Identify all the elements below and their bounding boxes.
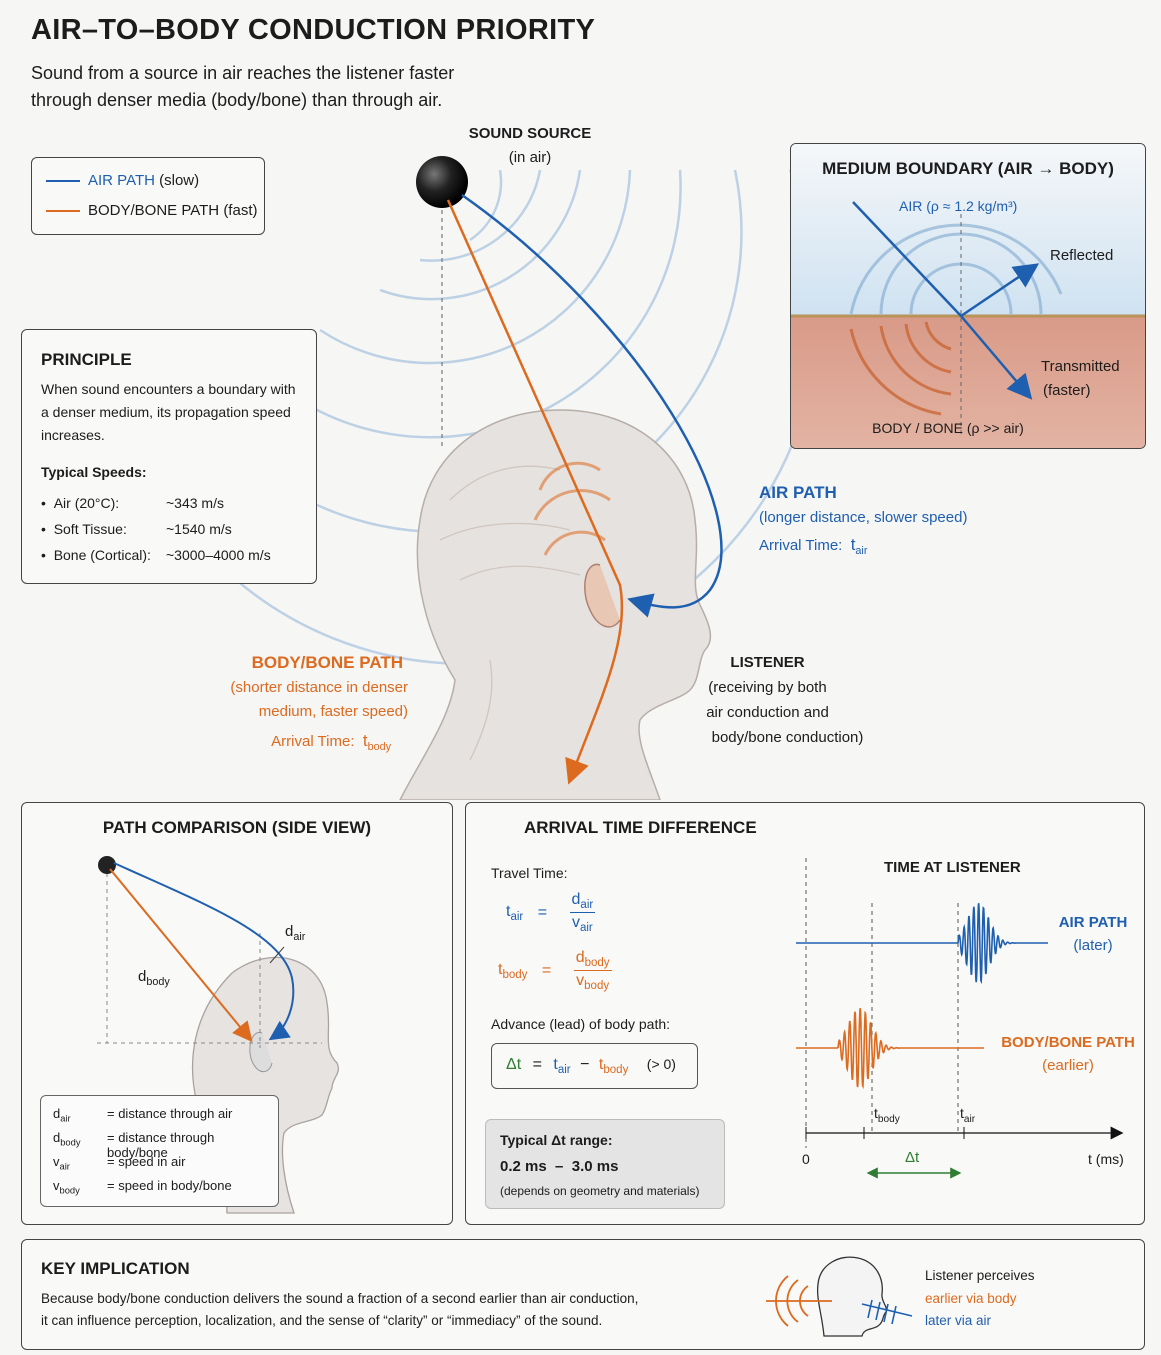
transmitted-note: (faster) — [1043, 382, 1091, 399]
speed-tissue: • Soft Tissue: — [41, 521, 127, 537]
axis-label: t (ms) — [1088, 1151, 1124, 1167]
body-path-desc1: (shorter distance in denser — [230, 679, 408, 696]
range-title: Typical Δt range: — [500, 1132, 613, 1148]
legend: AIR PATH (slow) BODY/BONE PATH (fast) — [31, 157, 265, 235]
main-illustration — [138, 156, 821, 800]
speed-air-value: ~343 m/s — [166, 495, 224, 511]
def-d-body: dbody — [53, 1130, 81, 1148]
boundary-body-label: BODY / BONE (ρ >> air) — [872, 420, 1024, 436]
brain-lines — [439, 465, 581, 761]
speeds-title: Typical Speeds: — [41, 464, 147, 480]
principle-text: When sound encounters a boundary with a … — [41, 381, 296, 443]
body-path-desc2: medium, faster speed) — [258, 703, 408, 720]
boundary-title: MEDIUM BOUNDARY (AIR → BODY) — [822, 159, 1114, 178]
boundary-air-label: AIR (ρ ≈ 1.2 kg/m³) — [899, 198, 1018, 214]
implication-line2: it can influence perception, localizatio… — [41, 1313, 603, 1328]
range-note: (depends on geometry and materials) — [500, 1184, 700, 1198]
range-box: Typical Δt range: 0.2 ms – 3.0 ms (depen… — [485, 1119, 725, 1209]
speed-air: • Air (20°C): — [41, 495, 120, 511]
def-v-air-text: = speed in air — [107, 1154, 186, 1169]
air-path-arrow — [461, 193, 723, 618]
air-path-desc: (longer distance, slower speed) — [759, 509, 968, 526]
def-v-body-text: = speed in body/bone — [107, 1178, 232, 1193]
d-air-label: dair — [285, 923, 306, 943]
perceives-line3: later via air — [925, 1313, 992, 1328]
legend-air: AIR PATH (slow) — [46, 172, 199, 189]
speed-tissue-value: ~1540 m/s — [166, 521, 232, 537]
timeline-title: TIME AT LISTENER — [884, 859, 1021, 876]
def-d-body-text: = distance through body/bone — [107, 1130, 215, 1160]
perceives-line2: earlier via body — [925, 1291, 1017, 1306]
key-implication-panel: KEY IMPLICATION Because body/bone conduc… — [21, 1239, 1145, 1350]
mini-listener-icon — [766, 1256, 913, 1337]
timeline-chart — [796, 858, 1124, 1179]
listener-title: LISTENER — [730, 654, 805, 671]
timeline-air-label: AIR PATH(later) — [1058, 914, 1128, 954]
range-values: 0.2 ms – 3.0 ms — [500, 1158, 619, 1175]
def-v-air: vair — [53, 1154, 70, 1172]
t-air-tick: tair — [960, 1105, 976, 1125]
principle-title: PRINCIPLE — [41, 350, 132, 369]
travel-time-label: Travel Time: — [491, 865, 568, 881]
perceives-line1: Listener perceives — [925, 1268, 1035, 1283]
t-body-tick: tbody — [874, 1105, 900, 1125]
arrival-title: ARRIVAL TIME DIFFERENCE — [524, 818, 757, 837]
legend-body: BODY/BONE PATH (fast) — [46, 202, 257, 219]
listener-l1: (receiving by both — [708, 679, 827, 696]
definitions-box: dair = distance through air dbody = dist… — [40, 1095, 279, 1207]
air-path-title: AIR PATH — [759, 483, 837, 502]
principle-box: PRINCIPLE When sound encounters a bounda… — [21, 329, 317, 584]
listener-l2: air conduction and — [706, 704, 829, 721]
implication-line1: Because body/bone conduction delivers th… — [41, 1291, 639, 1306]
page-subtitle: Sound from a source in air reaches the l… — [31, 63, 455, 110]
def-d-air-text: = distance through air — [107, 1106, 233, 1121]
def-d-air: dair — [53, 1106, 71, 1124]
air-path-arrival: Arrival Time: tair — [759, 535, 868, 557]
body-path-arrow — [446, 199, 624, 785]
page-title: AIR–TO–BODY CONDUCTION PRIORITY — [31, 14, 596, 46]
path-comparison-panel: PATH COMPARISON (SIDE VIEW) dair dbody d… — [21, 802, 453, 1225]
listener-l3: body/bone conduction) — [711, 729, 864, 746]
timeline-body-label: BODY/BONE PATH(earlier) — [1001, 1034, 1135, 1074]
delta-equation: Δt = tair − tbody (> 0) — [506, 1056, 676, 1077]
transmitted-label: Transmitted — [1041, 358, 1120, 375]
implication-title: KEY IMPLICATION — [41, 1259, 190, 1278]
body-path-arrival: Arrival Time: tbody — [271, 731, 391, 753]
sound-source-sub: (in air) — [508, 149, 552, 166]
delta-equation-box: Δt = tair − tbody (> 0) — [491, 1043, 698, 1089]
body-path-title: BODY/BONE PATH — [251, 653, 403, 672]
comparison-title: PATH COMPARISON (SIDE VIEW) — [102, 818, 372, 837]
head-illustration — [399, 409, 712, 800]
d-body-label: dbody — [138, 968, 170, 988]
def-v-body: vbody — [53, 1178, 80, 1196]
advance-label: Advance (lead) of body path: — [491, 1016, 671, 1032]
delta-t-label: Δt — [905, 1149, 920, 1166]
speed-bone-value: ~3000–4000 m/s — [166, 547, 271, 563]
speed-bone: • Bone (Cortical): — [41, 547, 151, 563]
sound-source-label: SOUND SOURCE — [468, 125, 592, 142]
arrival-panel: ARRIVAL TIME DIFFERENCE Travel Time: tai… — [465, 802, 1145, 1225]
boundary-panel: MEDIUM BOUNDARY (AIR → BODY) AIR (ρ ≈ 1.… — [790, 143, 1146, 449]
sound-source-sphere — [416, 156, 468, 208]
reflected-label: Reflected — [1050, 247, 1114, 264]
axis-zero: 0 — [802, 1151, 810, 1167]
